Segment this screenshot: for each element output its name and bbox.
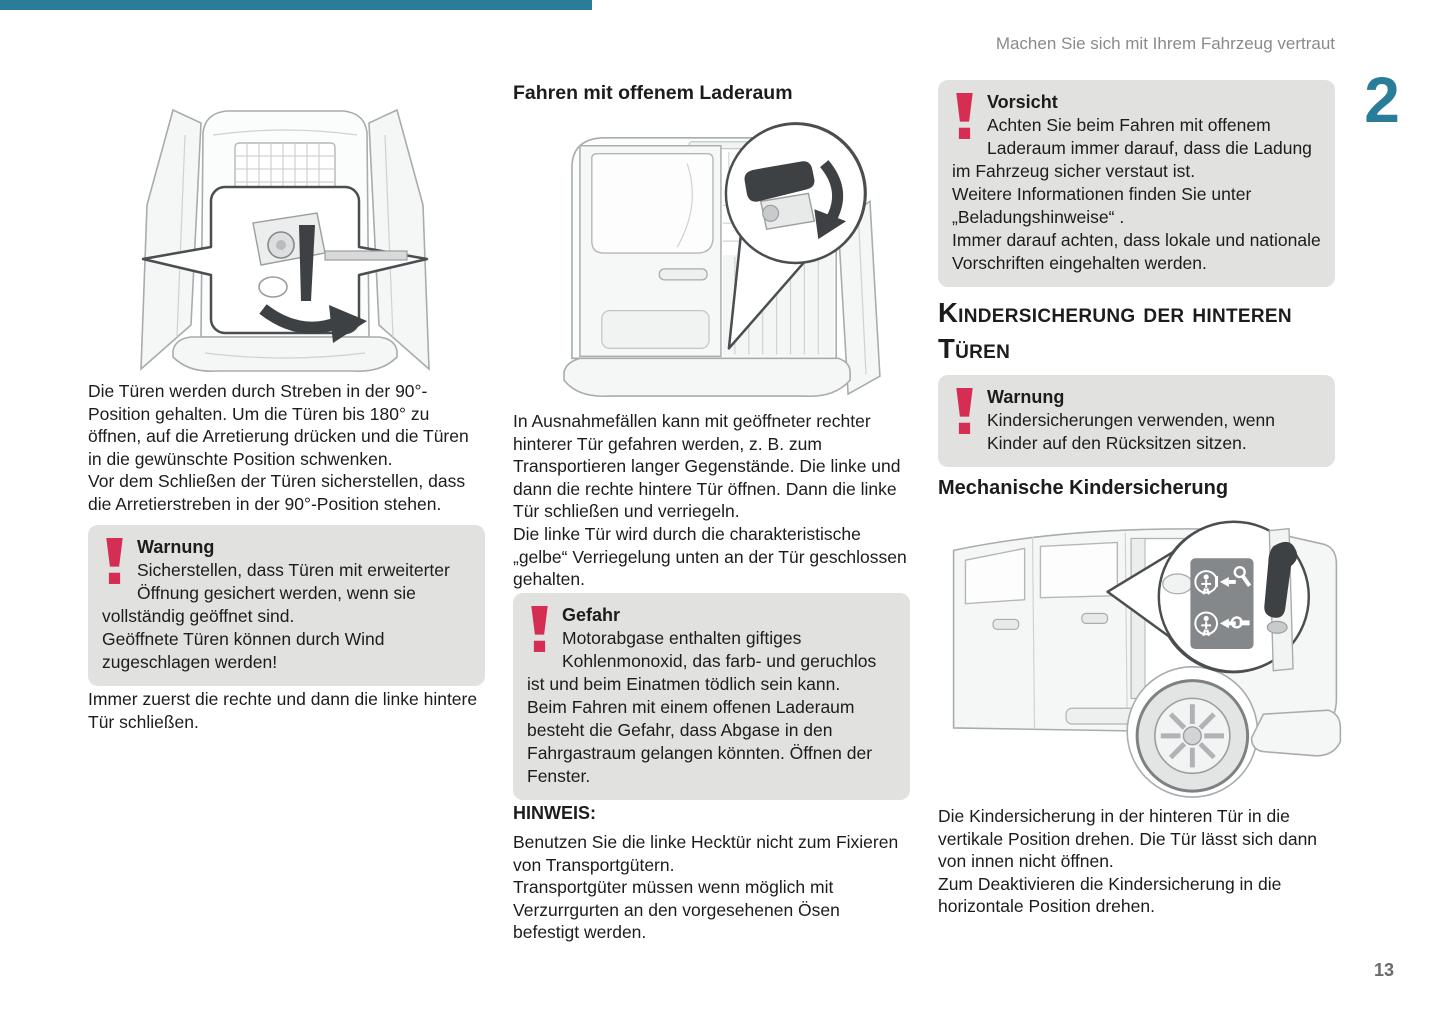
section-heading-child-lock: Kindersicherung der hinteren Türen	[938, 297, 1292, 364]
van-rear-right-door-open-illustration	[510, 106, 918, 404]
page-number: 13	[1373, 960, 1395, 980]
danger-box: Gefahr Motorabgase enthalten giftiges Ko…	[513, 593, 910, 800]
caution-box: Vorsicht Achten Sie beim Fahren mit offe…	[938, 80, 1335, 287]
running-header: Machen Sie sich mit Ihrem Fahrzeug vertr…	[995, 34, 1335, 53]
van-side-child-lock-illustration	[935, 503, 1355, 799]
note-body: Benutzen Sie die linke Hecktür nicht zum…	[513, 832, 899, 943]
teal-rule	[0, 0, 592, 10]
danger-body: Motorabgase enthalten giftiges Kohlenmon…	[527, 628, 877, 786]
middle-paragraph-open-cargo: In Ausnahmefällen kann mit geöffneter re…	[513, 411, 907, 590]
warning-exclamation-icon	[106, 538, 123, 584]
warning-title: Warnung	[987, 387, 1065, 407]
danger-exclamation-icon	[531, 606, 548, 652]
van-side-child-lock-drawing	[952, 520, 1342, 798]
left-paragraph-closing-order: Immer zuerst die rechte und dann die lin…	[88, 689, 478, 732]
van-rear-right-door-open-drawing	[563, 122, 881, 398]
subheading-mechanical-child-lock: Mechanische Kindersicherung	[938, 477, 1229, 499]
caution-exclamation-icon	[956, 93, 973, 139]
warning-body: Kindersicherungen verwenden, wenn Kinder…	[987, 410, 1275, 453]
warning-exclamation-icon	[956, 388, 973, 434]
van-rear-doors-open-illustration	[85, 85, 485, 375]
danger-title: Gefahr	[562, 605, 621, 625]
warning-box-left: Warnung Sicherstellen, dass Türen mit er…	[88, 525, 485, 686]
left-paragraph-doors: Die Türen werden durch Streben in der 90…	[88, 381, 469, 514]
right-paragraph-child-lock: Die Kindersicherung in der hinteren Tür …	[938, 806, 1318, 917]
note-label: HINWEIS:	[513, 803, 596, 823]
caution-title: Vorsicht	[987, 92, 1058, 112]
middle-heading: Fahren mit offenem Laderaum	[513, 82, 793, 104]
warning-title: Warnung	[137, 537, 215, 557]
caution-body: Achten Sie beim Fahren mit offenem Lader…	[952, 115, 1321, 273]
warning-body: Sicherstellen, dass Türen mit erweiterte…	[102, 560, 450, 672]
van-rear-doors-open-drawing	[140, 108, 430, 373]
chapter-number: 2	[1364, 64, 1400, 136]
warning-box-right: Warnung Kindersicherungen verwenden, wen…	[938, 375, 1335, 467]
